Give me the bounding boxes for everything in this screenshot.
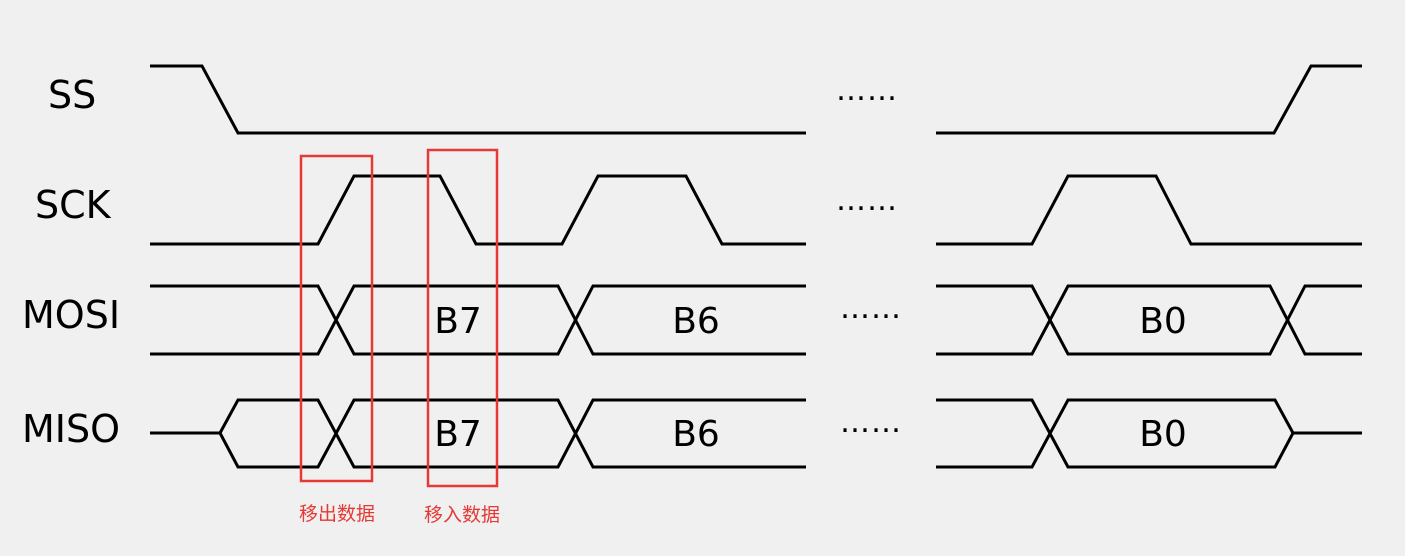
miso-bit-b0-label: B0 <box>1139 414 1187 455</box>
miso-bit-b6-label: B6 <box>672 414 720 455</box>
mosi-bit-b6-label: B6 <box>672 301 720 342</box>
sck-waveform-left <box>150 174 806 246</box>
sck-waveform-right <box>936 174 1362 246</box>
miso-bit-b7-label: B7 <box>434 414 482 455</box>
ss-waveform-right <box>936 64 1362 135</box>
shift-in-annotation: 移入数据 <box>424 504 500 526</box>
ss-signal-label: SS <box>48 73 96 117</box>
sck-signal-label: SCK <box>35 183 112 227</box>
ss-waveform-left <box>150 64 806 135</box>
shift-out-highlight-box <box>299 154 374 483</box>
mosi-bus-right <box>936 284 1362 356</box>
miso-signal-label: MISO <box>22 407 120 451</box>
miso-bus-left <box>150 398 806 469</box>
shift-in-highlight-box <box>426 148 499 488</box>
mosi-bus-left <box>150 284 806 356</box>
mosi-signal-label: MOSI <box>22 293 120 337</box>
miso-ellipsis: …… <box>840 405 902 440</box>
miso-bus-right <box>936 398 1362 469</box>
mosi-ellipsis: …… <box>840 291 902 326</box>
mosi-bit-b7-label: B7 <box>434 301 482 342</box>
sck-ellipsis: …… <box>836 183 898 218</box>
mosi-bit-b0-label: B0 <box>1139 301 1187 342</box>
ss-ellipsis: …… <box>836 73 898 108</box>
shift-out-annotation: 移出数据 <box>299 503 375 525</box>
